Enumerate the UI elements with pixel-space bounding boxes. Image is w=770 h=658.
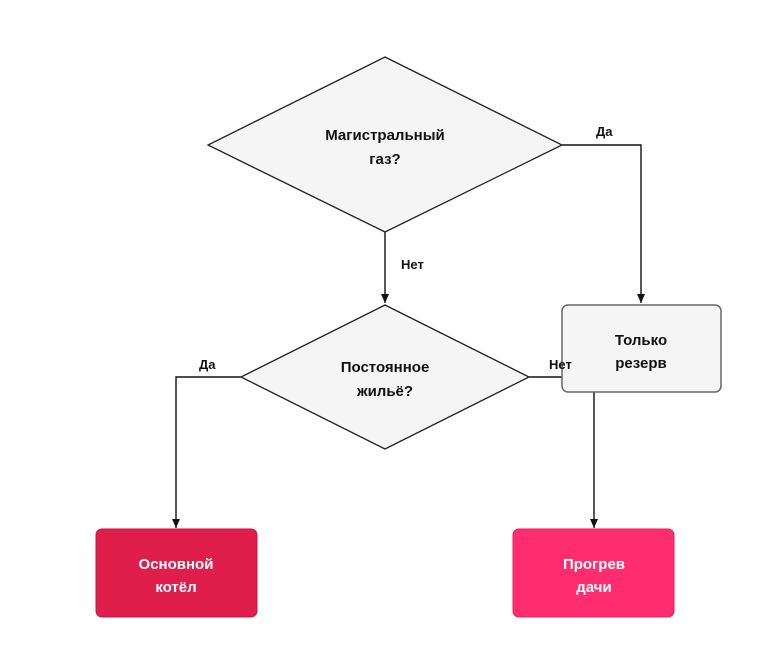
edge-living-no <box>529 376 598 528</box>
edge-living-yes <box>172 376 241 528</box>
decision-gas-line-2: газ? <box>369 151 400 168</box>
process-dacha: Прогрев дачи <box>512 528 675 618</box>
edge-label-gas-yes: Да <box>596 124 613 139</box>
process-reserve-line-2: резерв <box>615 355 667 372</box>
process-reserve-line-1: Только <box>615 332 667 349</box>
process-dacha-line-1: Прогрев <box>563 556 625 573</box>
edge-label-gas-no: Нет <box>401 257 424 272</box>
edge-label-living-no: Нет <box>549 357 572 372</box>
decision-living-line-1: Постоянное <box>341 359 430 376</box>
process-main-boiler-line-1: Основной <box>139 556 214 573</box>
decision-gas-line-1: Магистральный <box>325 127 445 144</box>
edge-gas-yes <box>562 144 645 303</box>
process-dacha-line-2: дачи <box>576 579 611 596</box>
decision-living-line-2: жильё? <box>356 383 413 400</box>
process-main-boiler: Основной котёл <box>95 528 258 618</box>
edge-label-living-yes: Да <box>199 357 216 372</box>
decision-gas: Магистральный газ? <box>206 56 564 233</box>
decision-living: Постоянное жильё? <box>239 304 531 450</box>
process-reserve: Только резерв <box>561 304 722 393</box>
process-main-boiler-line-2: котёл <box>155 579 196 596</box>
